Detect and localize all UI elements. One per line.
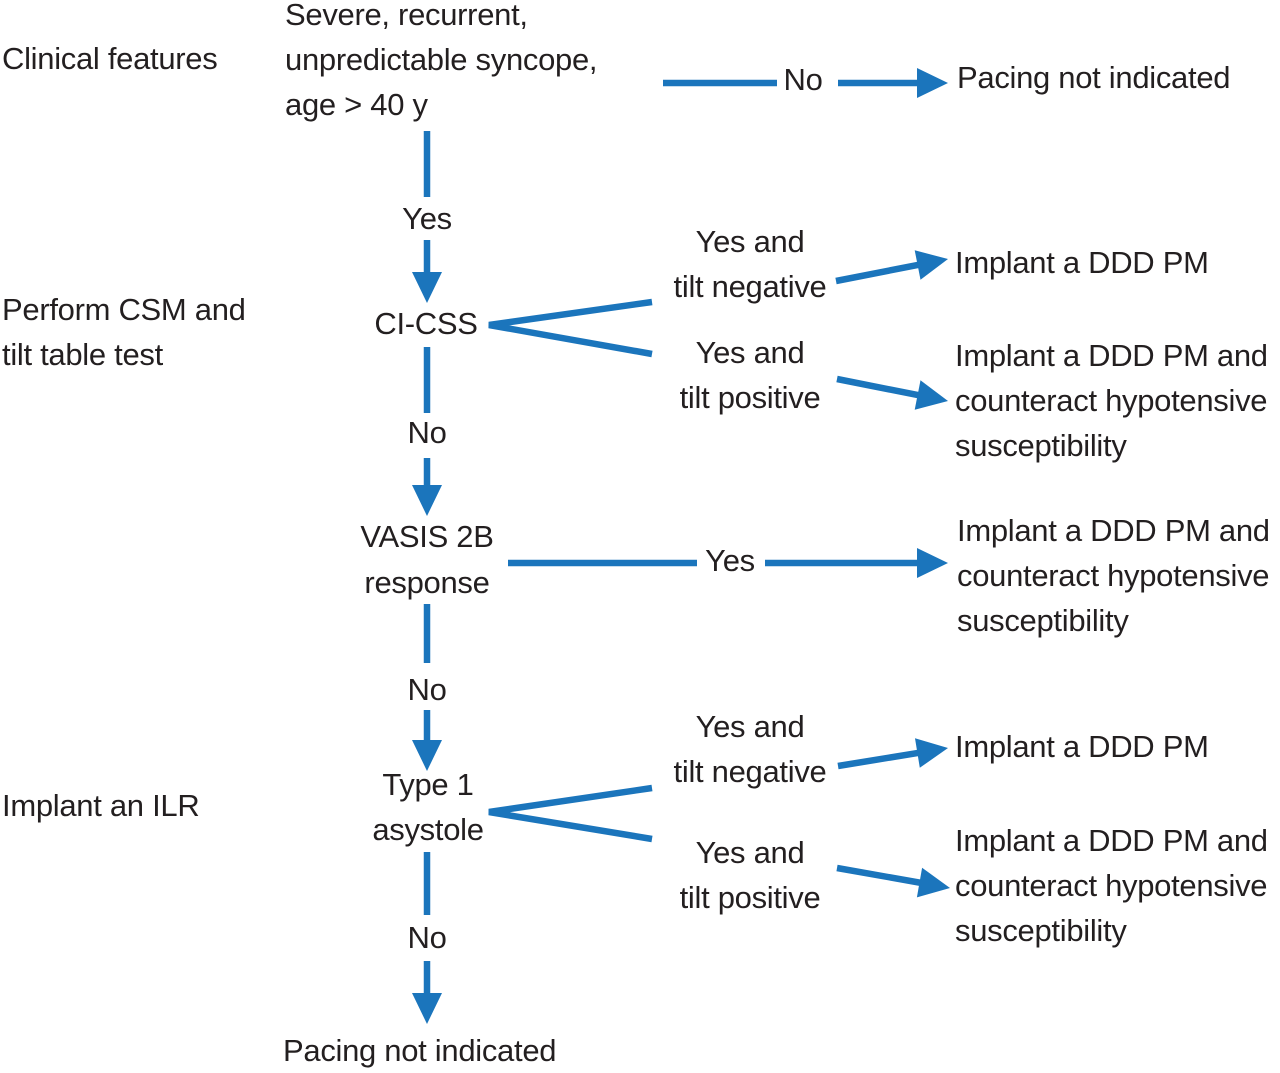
edge-label-yes-tilt-positive-2: Yes and tilt positive: [679, 835, 821, 915]
outcome-pacing-not-indicated-top: Pacing not indicated: [957, 60, 1231, 95]
outcome-implant-ddd-counteract-1: Implant a DDD PM and counteract hypotens…: [955, 338, 1268, 463]
edge-label-yes-vasis: Yes: [705, 543, 755, 578]
outcome-implant-ddd-pm-1: Implant a DDD PM: [955, 245, 1209, 280]
arrow-yes-to-cicss: [412, 240, 442, 303]
edge-label-yes-tilt-positive-1: Yes and tilt positive: [679, 335, 821, 415]
node-vasis-2b-response: VASIS 2B response: [360, 519, 494, 600]
arrow-no-to-vasis: [412, 458, 442, 516]
node-condition-syncope: Severe, recurrent, unpredictable syncope…: [285, 0, 598, 122]
branch-v-type1: [488, 784, 653, 843]
node-type1-asystole: Type 1 asystole: [372, 767, 484, 847]
edge-label-no-4: No: [407, 920, 447, 955]
edge-label-no-3: No: [407, 672, 447, 707]
arrow-tilt-neg-1: [835, 250, 948, 285]
row-label-clinical-features: Clinical features: [2, 41, 218, 76]
outcome-pacing-not-indicated-bottom: Pacing not indicated: [283, 1033, 557, 1068]
edge-label-no-top: No: [783, 62, 823, 97]
node-ci-css: CI-CSS: [374, 306, 478, 341]
row-label-implant-ilr: Implant an ILR: [2, 788, 200, 823]
arrow-no-to-pacing-top: [838, 68, 948, 98]
arrow-vasis-yes-right: [765, 548, 948, 578]
arrow-tilt-pos-2: [836, 864, 950, 898]
row-label-perform-csm-tilt-test: Perform CSM and tilt table test: [2, 292, 246, 372]
arrow-no-to-type1: [412, 710, 442, 771]
arrow-tilt-neg-2: [837, 738, 948, 770]
branch-v-cicss: [488, 298, 653, 358]
outcome-implant-ddd-counteract-2: Implant a DDD PM and counteract hypotens…: [957, 513, 1270, 638]
edge-label-no-2: No: [407, 415, 447, 450]
outcome-implant-ddd-pm-2: Implant a DDD PM: [955, 729, 1209, 764]
edge-label-yes-1: Yes: [402, 201, 452, 236]
edge-label-yes-tilt-negative-2: Yes and tilt negative: [673, 709, 827, 789]
arrow-no-to-pacing-bottom: [412, 961, 442, 1024]
arrow-tilt-pos-1: [836, 375, 948, 410]
outcome-implant-ddd-counteract-3: Implant a DDD PM and counteract hypotens…: [955, 823, 1268, 948]
edge-label-yes-tilt-negative-1: Yes and tilt negative: [673, 224, 827, 304]
